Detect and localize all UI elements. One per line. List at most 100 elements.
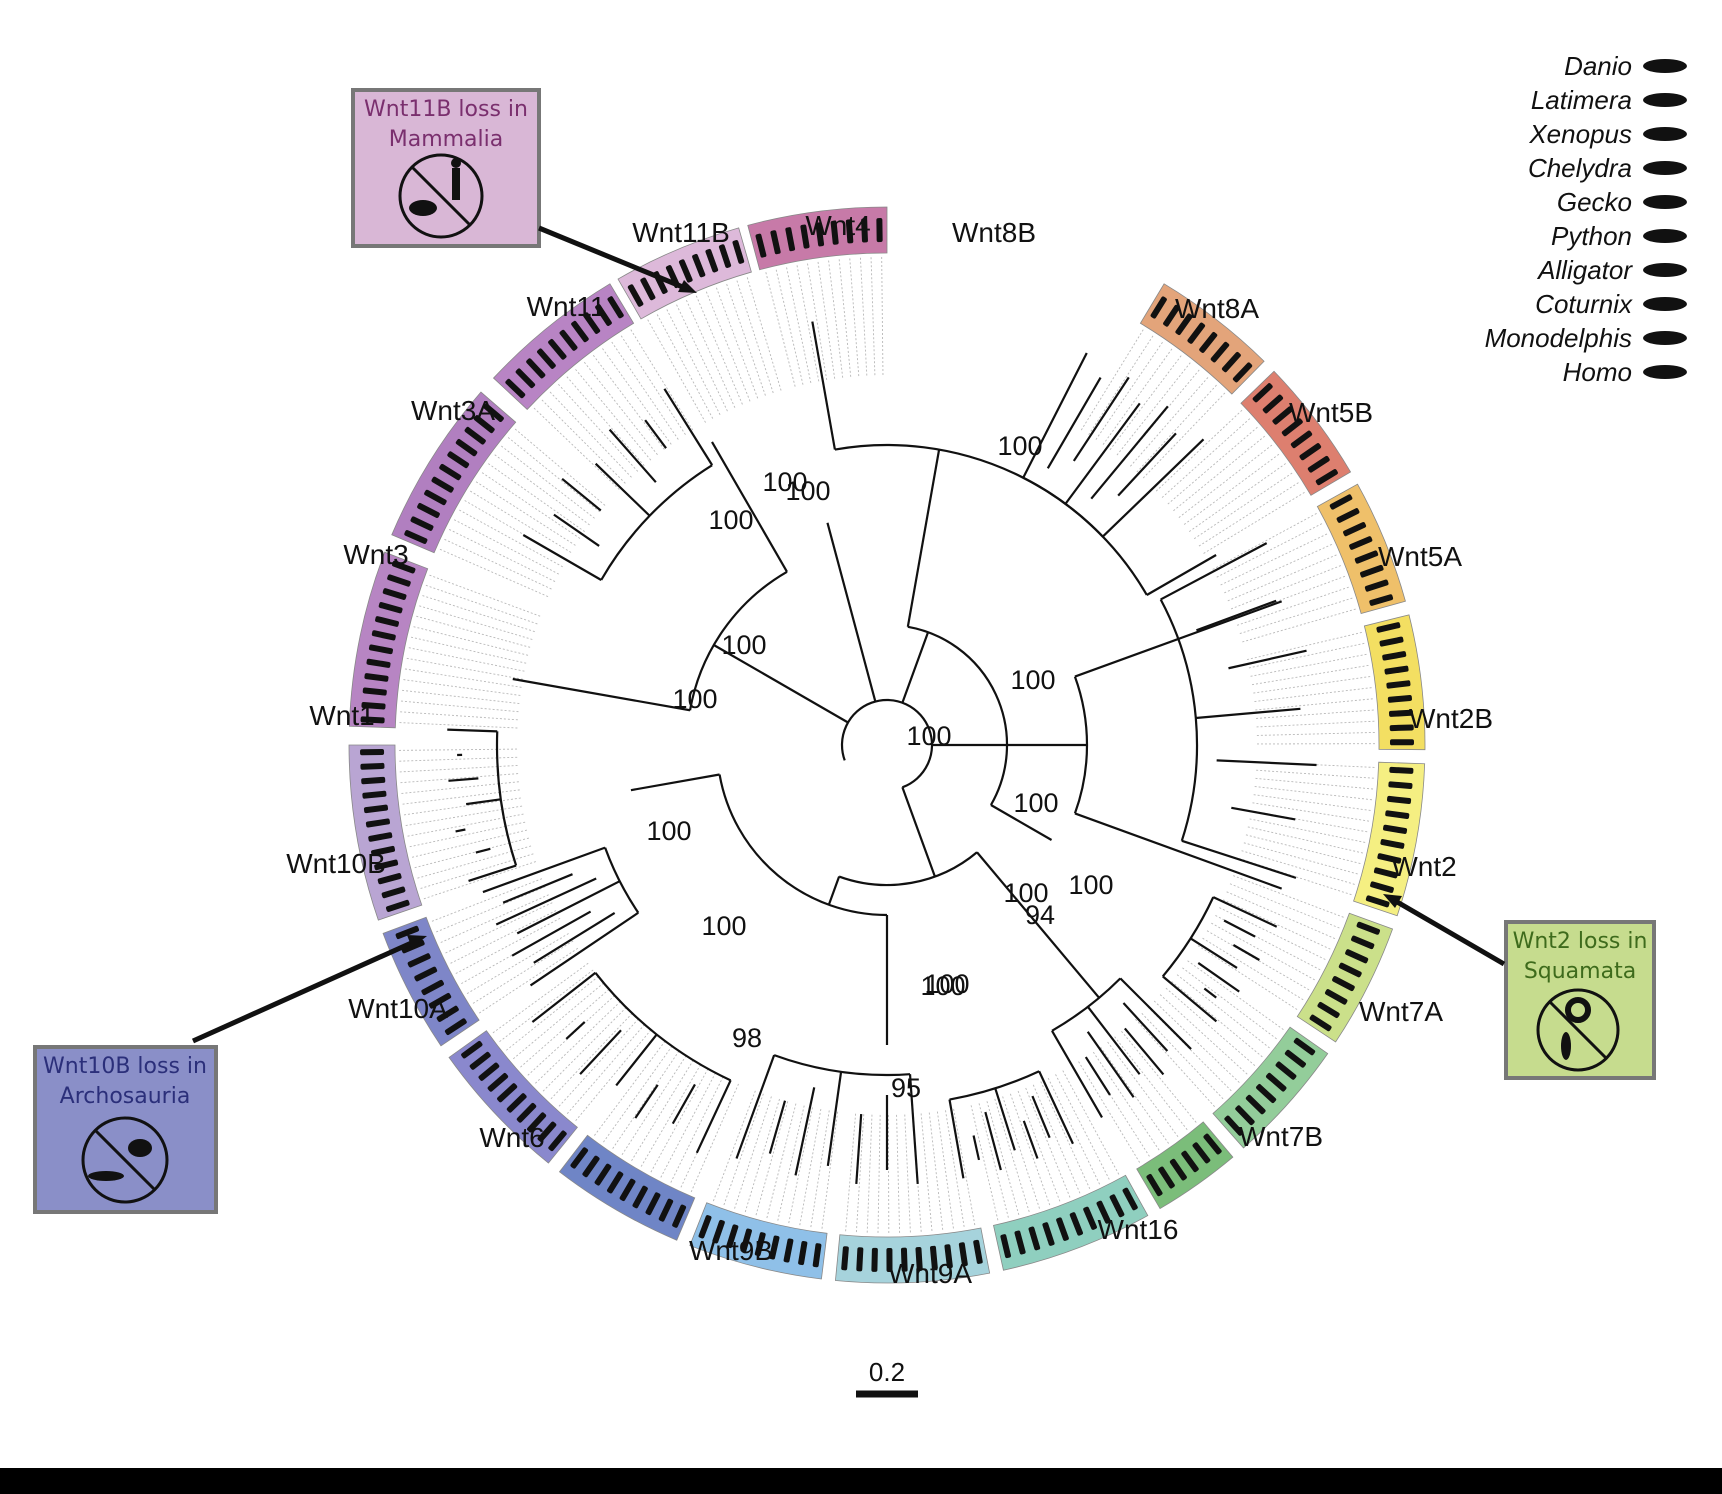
tip-line <box>399 748 518 751</box>
species-silhouette <box>712 1219 725 1244</box>
tip-line <box>455 917 561 974</box>
branch-line <box>529 911 639 987</box>
scale-bar-label: 0.2 <box>869 1357 905 1387</box>
tip-line <box>1167 426 1258 505</box>
tip-line <box>807 263 828 381</box>
species-silhouette <box>755 233 767 258</box>
species-silhouette <box>607 296 624 319</box>
branch-line <box>1162 975 1218 1023</box>
species-silhouette <box>1389 766 1414 774</box>
tip-line <box>1047 1077 1101 1185</box>
branch-line <box>906 449 941 628</box>
species-silhouette <box>1369 594 1394 606</box>
tip-line <box>620 335 686 435</box>
species-silhouette <box>391 560 416 574</box>
species-silhouette <box>1284 1049 1306 1068</box>
species-silhouette <box>1150 296 1167 319</box>
species-silhouette <box>1307 455 1330 473</box>
callout-wnt11b-box <box>351 88 541 248</box>
species-silhouette <box>1245 1094 1266 1115</box>
species-silhouette <box>861 218 868 243</box>
tip-line <box>1203 491 1305 554</box>
species-silhouette <box>368 644 393 655</box>
family-label-wnt11b: Wnt11B <box>632 217 730 248</box>
family-label-wnt11: Wnt11 <box>527 291 606 322</box>
branch-line <box>990 804 1053 841</box>
branch-arc <box>688 570 788 711</box>
tip-line <box>744 1098 780 1213</box>
species-silhouette <box>1199 332 1218 353</box>
species-silhouette <box>361 701 386 710</box>
bootstrap-value: 95 <box>891 1073 921 1103</box>
tip-line <box>404 668 522 688</box>
species-silhouette <box>1266 1072 1287 1092</box>
branch-line <box>901 631 930 704</box>
species-silhouette <box>1028 1226 1041 1251</box>
branch-line <box>1084 1056 1111 1096</box>
tip-line <box>1233 875 1344 918</box>
species-silhouette <box>1169 1158 1187 1181</box>
tip-line <box>1256 720 1375 728</box>
species-silhouette <box>1349 536 1373 550</box>
species-silhouette <box>1299 443 1322 461</box>
species-silhouette <box>658 1198 674 1222</box>
species-silhouette <box>944 1244 953 1269</box>
tip-line <box>450 910 557 964</box>
species-silhouette <box>1069 1212 1083 1236</box>
legend-species-danio: Danio <box>1564 51 1632 81</box>
branch-arc <box>840 698 934 789</box>
branch-line <box>634 1084 659 1119</box>
species-silhouette <box>800 224 810 249</box>
species-silhouette <box>845 219 854 244</box>
tip-line <box>859 257 868 376</box>
tip-line <box>448 529 556 582</box>
scale-bar: 0.2 <box>856 1357 918 1398</box>
branch-arc <box>495 731 518 866</box>
species-silhouette <box>1351 935 1375 950</box>
bootstrap-value: 100 <box>672 684 717 714</box>
tip-line <box>1187 960 1284 1030</box>
branch-line <box>561 477 602 512</box>
species-silhouette <box>607 1171 624 1194</box>
species-legend: DanioLatimeraXenopusChelydraGeckoPythonA… <box>1485 51 1687 387</box>
branch-line <box>1038 1070 1074 1145</box>
species-silhouette <box>1388 709 1414 717</box>
species-silhouette <box>395 925 420 940</box>
species-silhouette <box>1187 322 1206 344</box>
species-silhouette <box>1373 867 1398 879</box>
branch-line <box>644 419 667 449</box>
tip-line <box>1142 392 1226 479</box>
tip-line <box>459 509 563 568</box>
tip-line <box>403 679 521 696</box>
tip-line <box>400 773 519 784</box>
tip-line <box>1114 1036 1188 1131</box>
species-silhouette <box>360 716 385 724</box>
tip-line <box>828 260 844 378</box>
branch-line <box>1203 987 1217 999</box>
species-silhouette-icon <box>1643 263 1687 277</box>
species-silhouette <box>1056 1217 1069 1241</box>
species-silhouette <box>497 1083 518 1103</box>
branch-line <box>531 971 597 1023</box>
species-silhouette <box>1262 394 1284 414</box>
bootstrap-value: 100 <box>701 911 746 941</box>
tip-line <box>799 1108 822 1226</box>
species-silhouette <box>461 1040 483 1059</box>
branch-line <box>1181 839 1297 879</box>
branch-line <box>994 1088 1016 1151</box>
branch-line <box>511 910 592 957</box>
bootstrap-value: 100 <box>762 467 807 497</box>
tip-line <box>401 781 519 794</box>
species-silhouette <box>1324 989 1348 1005</box>
tip-line <box>1250 653 1367 677</box>
species-silhouette <box>516 1102 537 1123</box>
species-silhouette <box>692 253 706 278</box>
species-silhouette-icon <box>1643 331 1687 345</box>
branch-line <box>901 786 936 877</box>
bootstrap-value: 100 <box>1010 665 1055 695</box>
branch-arc <box>838 851 978 887</box>
tip-line <box>1009 1093 1051 1206</box>
species-silhouette <box>1379 636 1404 647</box>
tip-line <box>400 700 519 713</box>
tip-line <box>399 764 518 773</box>
